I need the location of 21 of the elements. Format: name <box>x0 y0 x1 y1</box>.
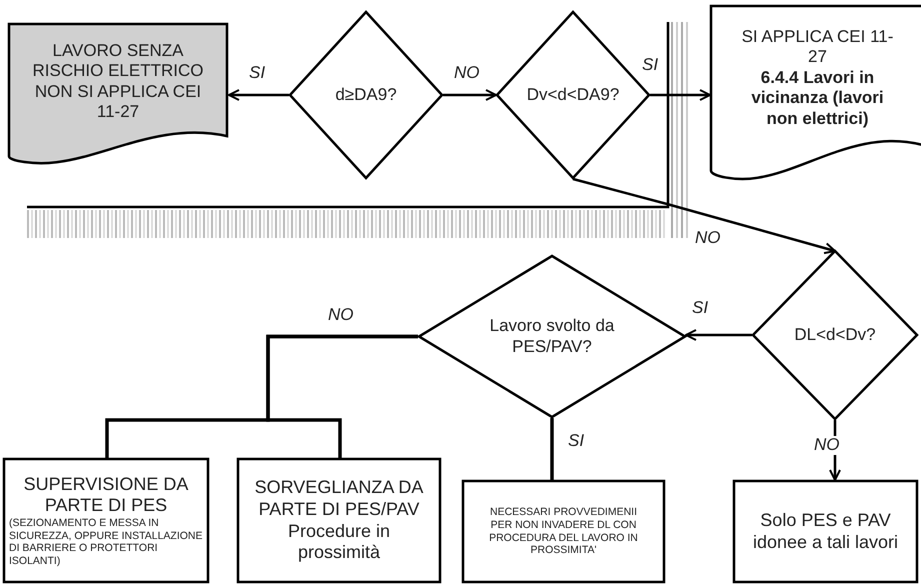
node-text: LAVORO SENZA RISCHIO ELETTRICO NON SI APPLICA CEI 11-27 <box>32 40 204 122</box>
node-text: SORVEGLIANZA DA PARTE DI PES/PAV <box>254 477 424 520</box>
connector-line <box>266 334 418 458</box>
edge-label: NO <box>812 436 842 455</box>
arrow <box>650 89 711 101</box>
node-subtext: 6.4.4 Lavori in vicinanza (lavori non elettrici) <box>750 68 885 129</box>
node-text: DL<d<Dv? <box>794 324 876 346</box>
node-subtext: Procedure in prossimità <box>286 520 392 564</box>
node-text: NECESSARI PROVVEDIMENII PER NON INVADERE DL CON PROCEDURA DEL LAVORO IN PROSSIMITA' <box>488 506 639 557</box>
node-text: Solo PES e PAV idonee a tali lavori <box>752 510 900 554</box>
node-text: SUPERVISIONE DA PARTE DI PES <box>22 474 190 517</box>
node-subtext: (SEZIONAMENTO E MESSA IN SICUREZZA, OPPURE INSTALLAZIONE DI BARRIERE O PROTETTORI ISOLANTI) <box>9 516 203 568</box>
node-text: Lavoro svolto da PES/PAV? <box>488 316 616 357</box>
node-text: d≥DA9? <box>335 84 397 106</box>
arrow <box>443 89 497 101</box>
node-text: SI APPLICA CEI 11-27 <box>740 27 894 68</box>
arrow <box>572 178 836 254</box>
arrow <box>685 329 752 341</box>
arrow <box>228 89 289 101</box>
connector-line <box>550 418 554 480</box>
node-text: Dv<d<DA9? <box>526 84 620 106</box>
